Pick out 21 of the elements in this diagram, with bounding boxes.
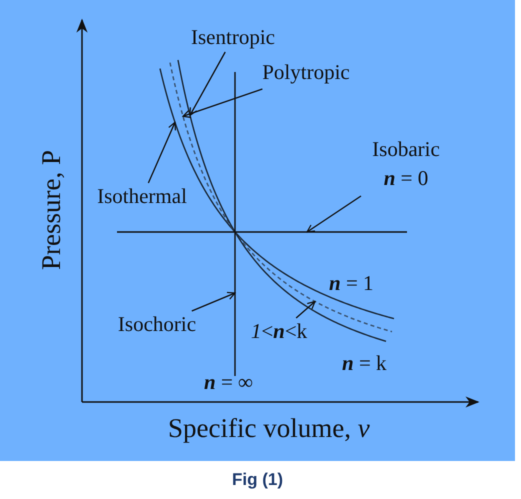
- curve-label: n = k: [342, 352, 387, 376]
- leader-line: [306, 195, 362, 233]
- curve-label: 1<n<k: [250, 320, 308, 344]
- curve-label: Isothermal: [96, 185, 188, 208]
- leader-line: [296, 300, 316, 318]
- isochoric-line: [234, 72, 236, 376]
- curve-label: n = 1: [329, 272, 374, 296]
- leader-line: [182, 88, 263, 118]
- curve-label: n = ∞: [204, 371, 254, 394]
- axis-label: Specific volume, v: [168, 414, 370, 444]
- curve-label: Isobaric: [371, 138, 441, 162]
- curve-label: Isentropic: [190, 26, 276, 50]
- curve-label: Polytropic: [261, 61, 351, 84]
- isobaric-line: [117, 231, 407, 233]
- leader-line: [189, 52, 226, 116]
- axis-label: Pressure, P: [37, 150, 67, 270]
- curve-label: n = 0: [382, 167, 430, 190]
- curve-label: Isochoric: [116, 313, 198, 336]
- leader-line: [192, 292, 236, 312]
- leader-line: [148, 122, 176, 184]
- figure-caption: Fig (1): [231, 470, 284, 490]
